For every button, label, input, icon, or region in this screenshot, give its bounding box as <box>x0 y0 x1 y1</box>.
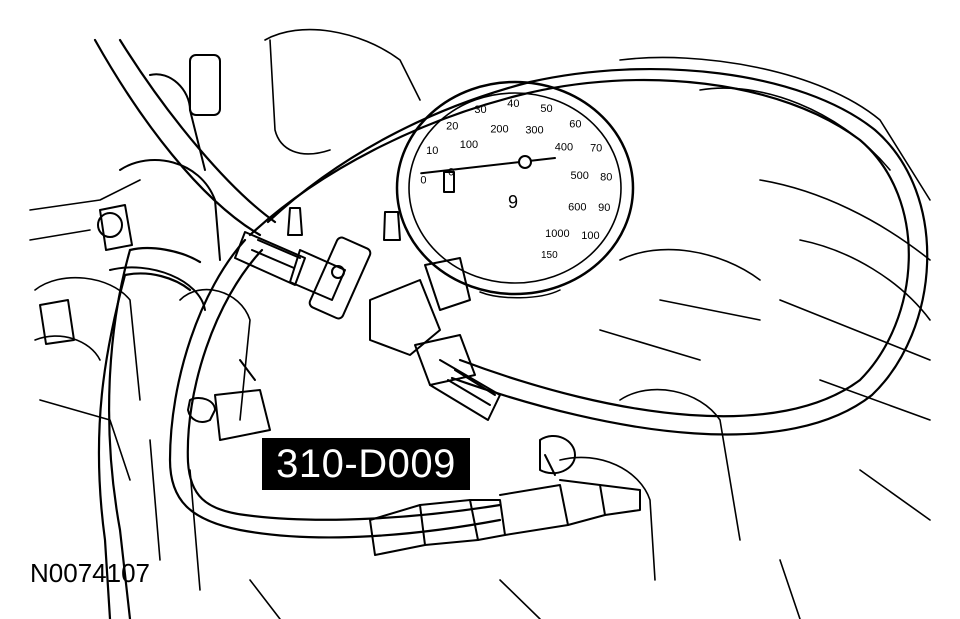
gauge-outer-scale-label: 40 <box>507 98 519 110</box>
gauge-inner-scale-label: 200 <box>490 124 508 136</box>
gauge-bottom-mark: 150 <box>541 250 558 261</box>
gauge-center-mark: 9 <box>508 192 518 212</box>
gauge-inner-scale-label: 100 <box>460 139 478 151</box>
gauge-inner-scale-label: 400 <box>555 142 573 154</box>
gauge-outer-scale-label: 10 <box>426 145 438 157</box>
pressure-gauge <box>395 80 635 299</box>
gauge-inner-scale-label: 0 <box>448 166 454 178</box>
figure-id: N0074107 <box>30 558 150 588</box>
gauge-outer-scale-label: 60 <box>569 119 581 131</box>
gauge-inner-scale-label: 1000 <box>545 228 569 240</box>
gauge-outer-scale-label: 90 <box>598 202 610 214</box>
lower-fitting-assembly <box>369 435 641 556</box>
gauge-outer-scale-label: 50 <box>540 103 552 115</box>
engine-background <box>29 28 931 619</box>
gauge-outer-scale-label: 100 <box>581 230 599 242</box>
gauge-outer-scale-label: 20 <box>446 121 458 133</box>
hose-fittings <box>234 207 501 421</box>
left-fittings <box>39 54 271 441</box>
gauge-inner-scale-label: 500 <box>571 170 589 182</box>
gauge-inner-scale: 0 100 200 300 400 500 600 1000 <box>448 124 589 240</box>
left-tube <box>97 247 202 619</box>
gauge-outer-scale-label: 0 <box>420 175 426 187</box>
gauge-inner-scale-label: 600 <box>568 202 586 214</box>
gauge-outer-scale-label: 70 <box>590 143 602 155</box>
gauge-hose-loop <box>93 38 929 539</box>
gauge-outer-scale-label: 30 <box>474 104 486 116</box>
tool-number-label: 310-D009 <box>262 438 470 490</box>
gauge-needle <box>420 157 556 175</box>
gauge-inner-scale-label: 300 <box>525 125 543 137</box>
gauge-outer-scale-label: 80 <box>600 172 612 184</box>
